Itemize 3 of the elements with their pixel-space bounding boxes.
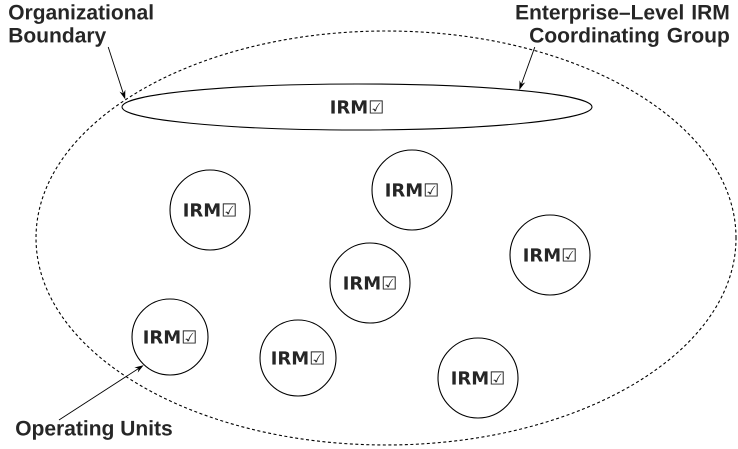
callout-text: Organizational Boundary	[9, 4, 153, 47]
callout-text: Operating Units	[16, 420, 172, 440]
callout-text: Enterprise–Level IRM Coordinating Group	[516, 4, 729, 47]
